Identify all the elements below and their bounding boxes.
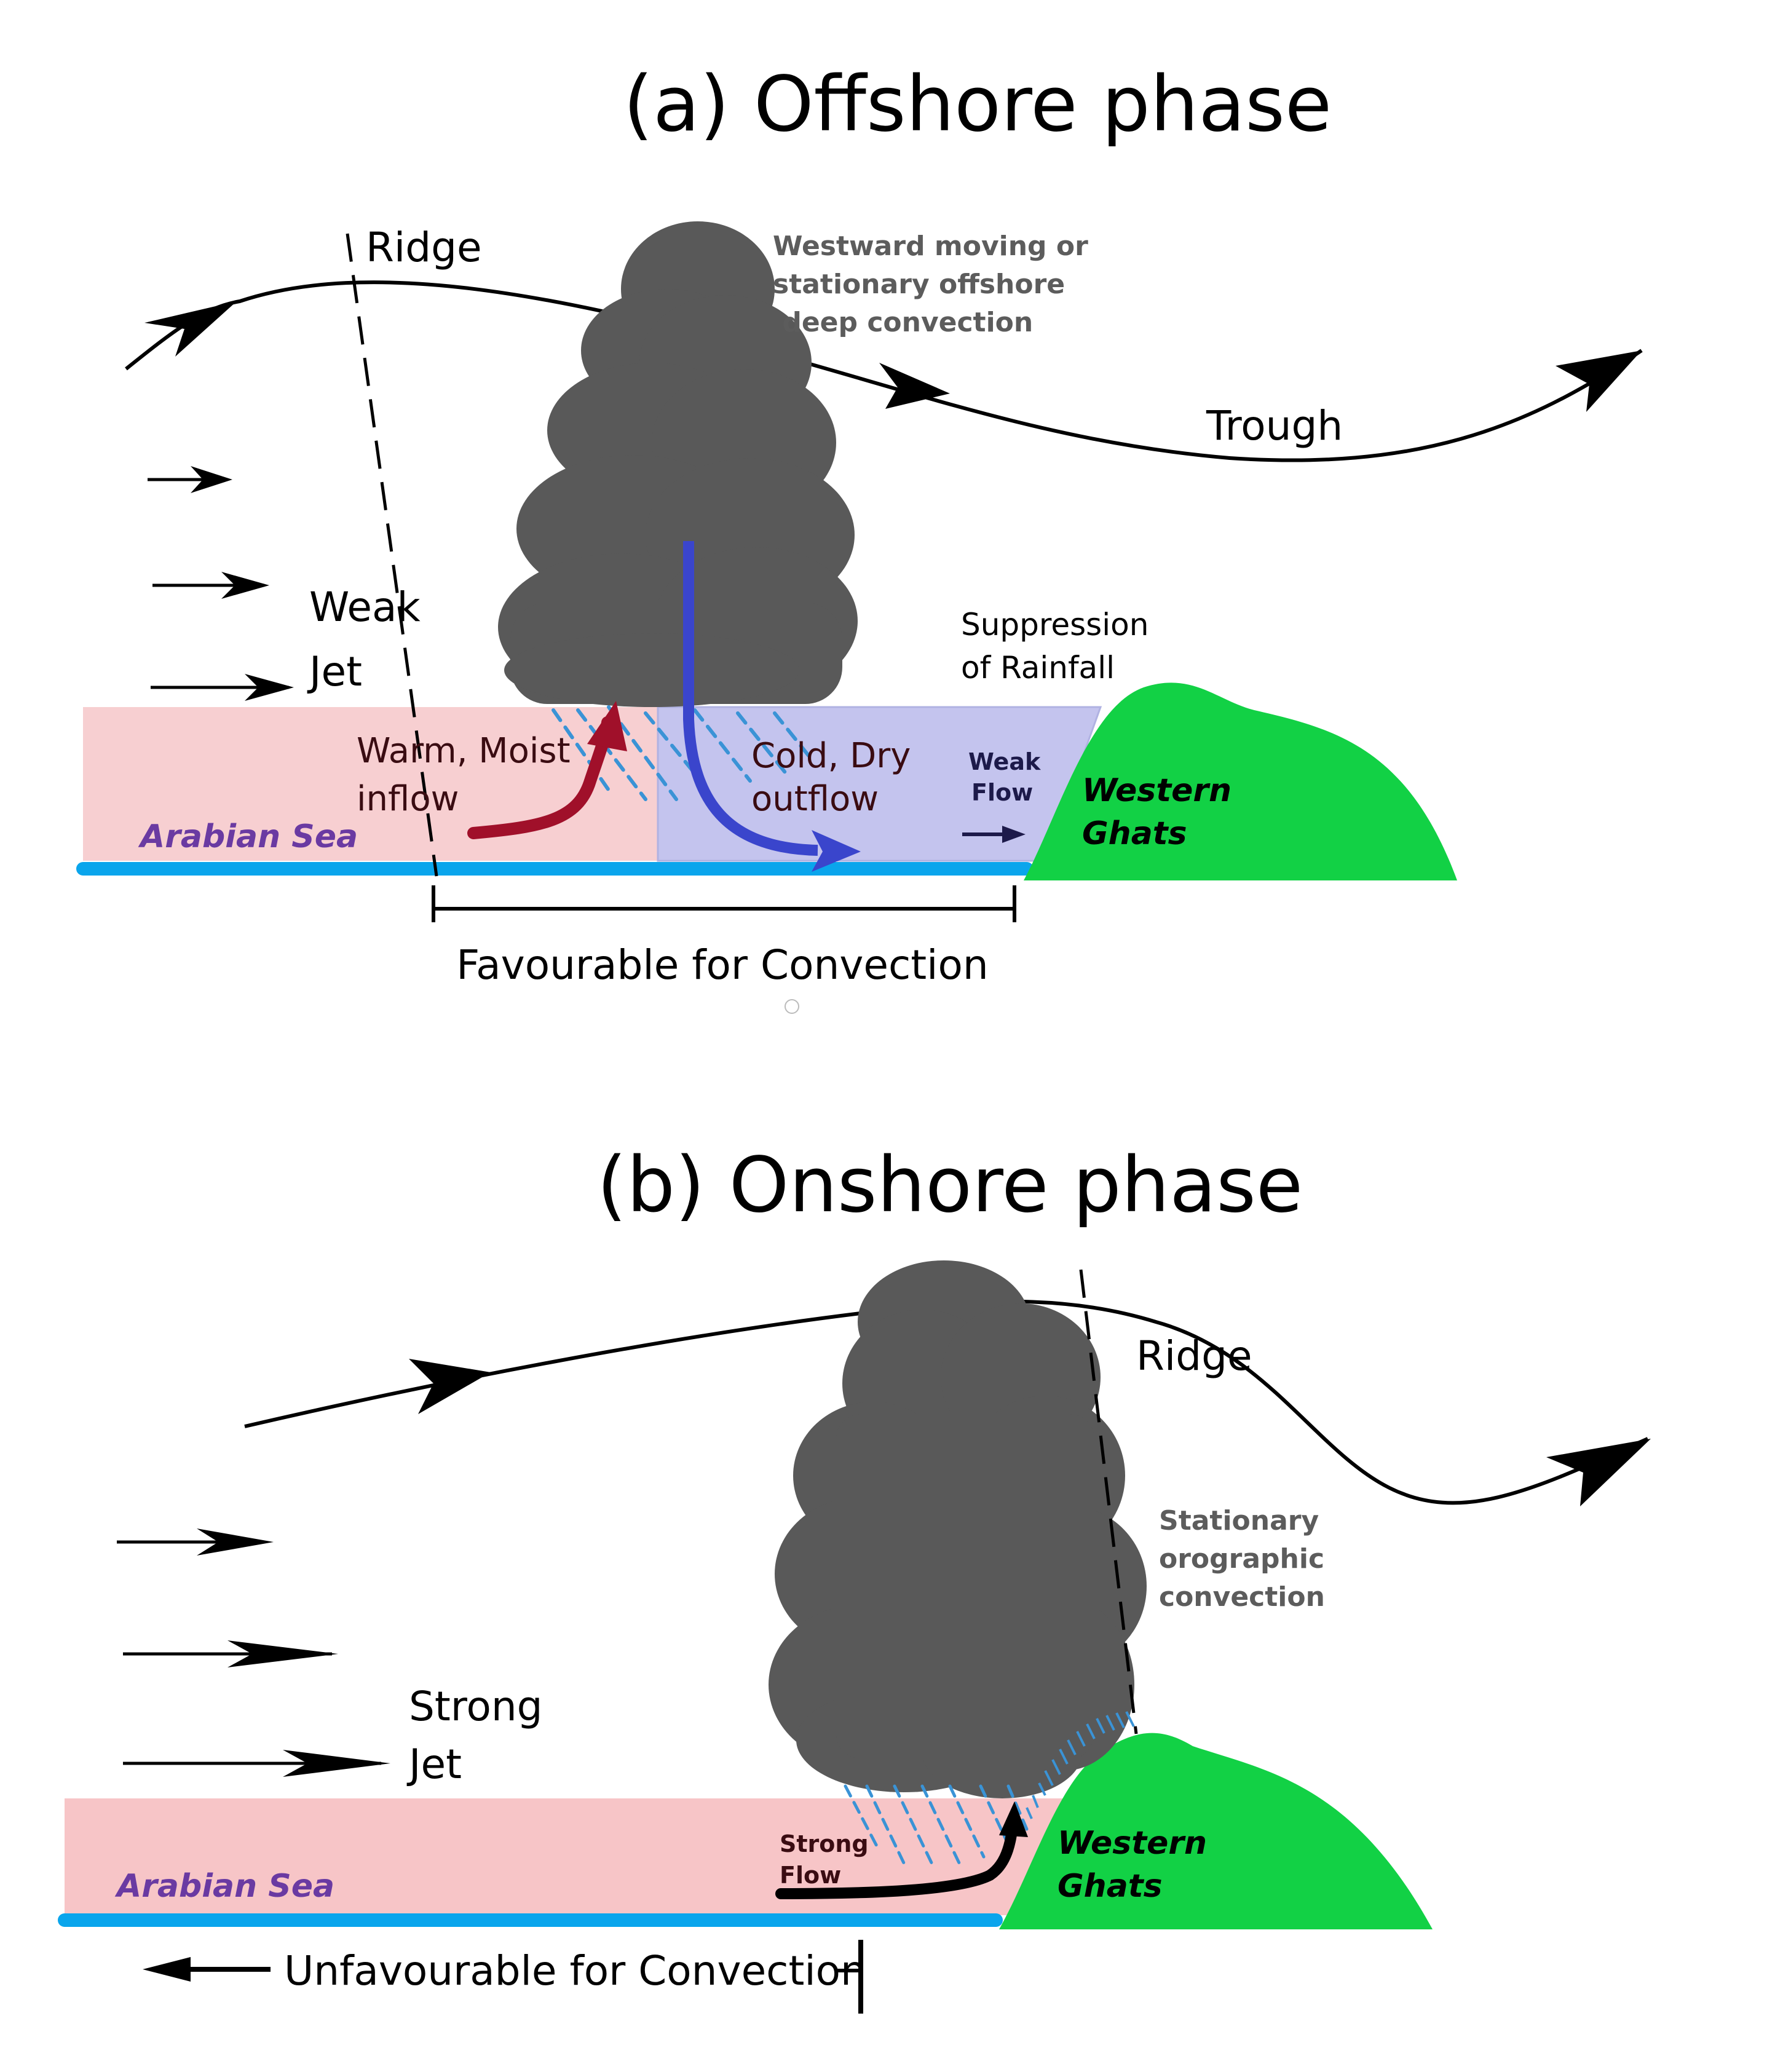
ridge-label-a: Ridge bbox=[366, 224, 482, 271]
ridge-axis-b bbox=[1079, 1269, 1138, 1734]
warm-inflow-arrowhead bbox=[587, 701, 627, 751]
upper-level-wave bbox=[125, 280, 1643, 462]
strong-jet-label-2: Jet bbox=[406, 1741, 462, 1788]
western-ghats-label-a-2: Ghats bbox=[1082, 815, 1187, 852]
orographic-rain-hatch bbox=[1026, 1711, 1135, 1819]
panel-b-title: (b) Onshore phase bbox=[597, 1141, 1303, 1230]
outflow-label-1: Cold, Dry bbox=[751, 736, 911, 776]
weak-jet-label-1: Weak bbox=[309, 583, 421, 631]
ridge-axis bbox=[346, 233, 438, 877]
weak-flow-label-1: Weak bbox=[968, 748, 1041, 775]
wave-arrowhead-b-right bbox=[1546, 1439, 1651, 1506]
convection-note-a-1: Westward moving or bbox=[773, 231, 1088, 262]
western-ghats-label-a-1: Western bbox=[1082, 772, 1231, 809]
strong-flow-label-1: Strong bbox=[780, 1830, 869, 1857]
western-ghats-mountain bbox=[1024, 682, 1457, 880]
jet-arrowhead-1 bbox=[191, 466, 232, 493]
suppression-label-2: of Rainfall bbox=[961, 650, 1115, 686]
strong-flow-label-2: Flow bbox=[780, 1862, 841, 1889]
orographic-convection-cloud bbox=[769, 1260, 1147, 1798]
wave-arrowhead-left bbox=[144, 301, 237, 357]
convection-note-b-3: convection bbox=[1159, 1581, 1325, 1613]
western-ghats-label-b-2: Ghats bbox=[1058, 1868, 1163, 1905]
wave-arrowhead-b-left bbox=[409, 1359, 491, 1414]
convection-note-b-2: orographic bbox=[1159, 1543, 1324, 1575]
panel-offshore: (a) Offshore phase bbox=[76, 60, 1643, 1014]
weak-flow-arrowhead bbox=[1002, 826, 1026, 843]
rain-streaks-b bbox=[844, 1784, 1029, 1871]
strong-flow-arrowhead bbox=[999, 1801, 1028, 1837]
deep-convection-cloud bbox=[498, 221, 858, 707]
unfavourable-arrowhead bbox=[143, 1957, 191, 1982]
strong-jet-label-1: Strong bbox=[409, 1683, 543, 1730]
wave-arrowhead-right bbox=[1556, 350, 1642, 412]
cold-outflow-arrowhead bbox=[812, 830, 861, 872]
wave-arrowhead-mid bbox=[879, 363, 950, 409]
outflow-label-2: outflow bbox=[751, 779, 879, 819]
convection-note-a-2: stationary offshore bbox=[773, 269, 1065, 300]
jet-arrowhead-2 bbox=[221, 572, 269, 599]
western-ghats-mountain-b bbox=[999, 1733, 1433, 1929]
convection-note-b-1: Stationary bbox=[1159, 1505, 1319, 1536]
jet-arrowhead-b-1 bbox=[197, 1528, 274, 1556]
jet-arrowhead-b-3 bbox=[283, 1750, 390, 1777]
weak-flow-label-2: Flow bbox=[971, 779, 1033, 806]
suppression-label-1: Suppression bbox=[961, 607, 1148, 643]
jet-arrowhead-3 bbox=[245, 674, 294, 701]
small-circle-mark bbox=[785, 999, 799, 1014]
ridge-label-b: Ridge bbox=[1136, 1332, 1252, 1380]
western-ghats-label-b-1: Western bbox=[1058, 1825, 1207, 1862]
panel-a-title: (a) Offshore phase bbox=[623, 60, 1332, 149]
arabian-sea-label-a: Arabian Sea bbox=[138, 818, 358, 855]
cold-pool bbox=[657, 706, 1102, 862]
panel-onshore: (b) Onshore phase bbox=[58, 1141, 1651, 2014]
upper-level-wave-b bbox=[244, 1299, 1649, 1505]
trough-label: Trough bbox=[1206, 402, 1343, 449]
inflow-label-1: Warm, Moist bbox=[357, 731, 571, 771]
arabian-sea-label-b: Arabian Sea bbox=[114, 1868, 334, 1905]
jet-arrowhead-b-2 bbox=[227, 1640, 338, 1667]
cold-outflow-arrow bbox=[683, 541, 818, 856]
inflow-label-2: inflow bbox=[357, 779, 459, 819]
convection-note-a-3: deep convection bbox=[773, 307, 1033, 338]
warm-sea-layer bbox=[83, 707, 658, 861]
unfavourable-label: Unfavourable for Convection bbox=[284, 1947, 866, 1995]
favourable-label: Favourable for Convection bbox=[456, 941, 988, 989]
strong-flow-arrow bbox=[775, 1814, 1019, 1899]
weak-jet-label-2: Jet bbox=[307, 648, 362, 695]
